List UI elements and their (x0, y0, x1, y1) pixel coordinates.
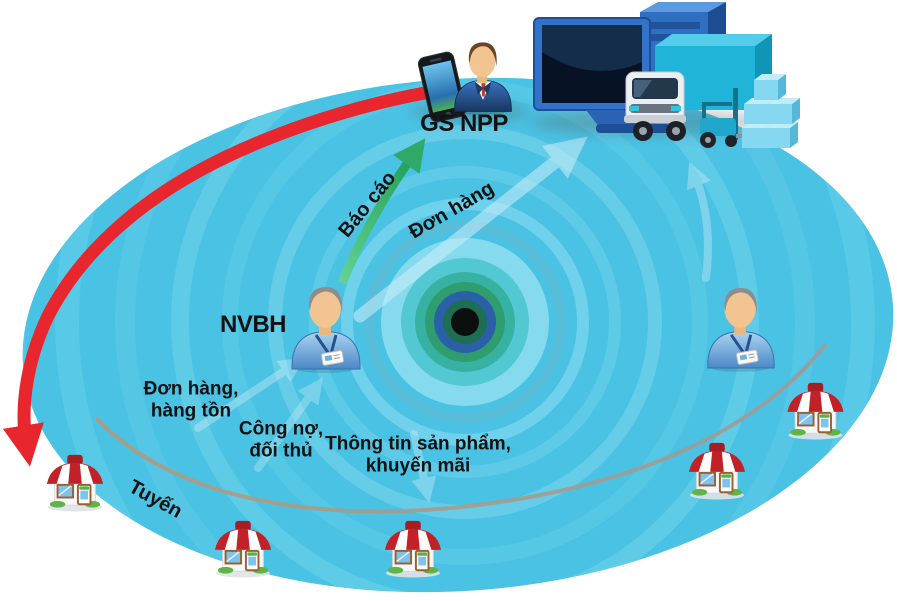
red-route-arrow-icon (2, 83, 444, 467)
desktop-computer-icon (533, 17, 670, 133)
route-curve-icon (94, 342, 828, 514)
ripple-ellipse-icon (5, 49, 897, 601)
order-flow-arrow-icon (194, 136, 712, 503)
green-report-arrow-icon (337, 138, 426, 285)
smartphone-icon (417, 51, 467, 123)
goods-boxes-icon (742, 74, 800, 148)
delivery-truck-icon (624, 34, 772, 141)
